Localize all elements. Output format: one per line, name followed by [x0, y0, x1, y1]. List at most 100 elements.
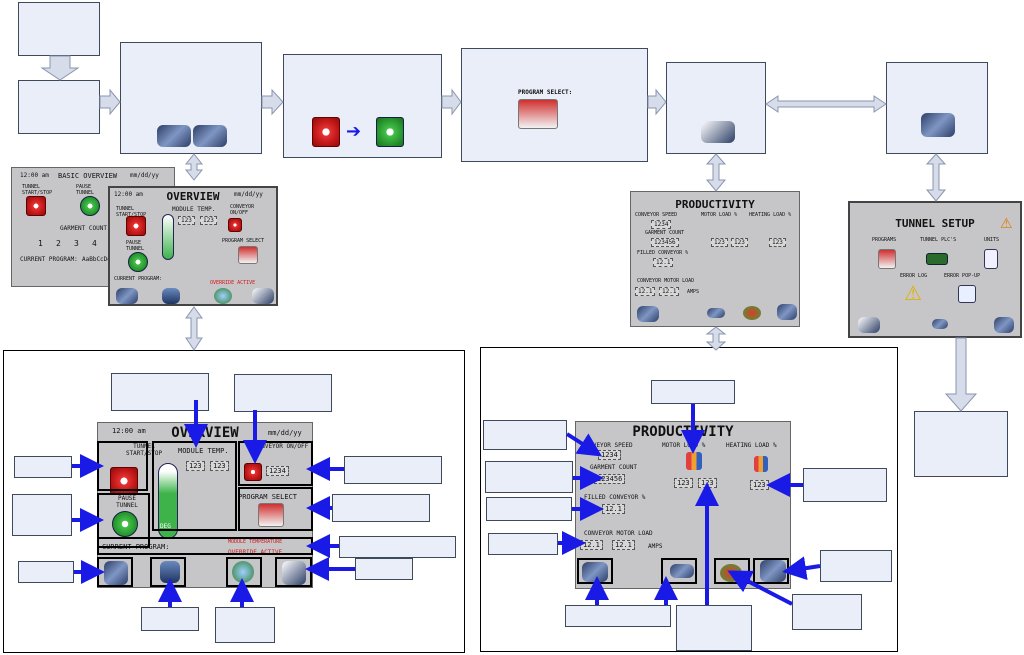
amps-value-2: 12.1	[612, 540, 635, 550]
flow-arrow-double-v1	[184, 153, 204, 181]
motor-load-1: 123	[674, 478, 693, 488]
plc-icon[interactable]	[926, 253, 948, 265]
gear-icon[interactable]	[637, 306, 659, 322]
flow-arrow-double-v2	[185, 306, 203, 351]
pause-label: PAUSE TUNNEL	[116, 495, 138, 509]
callout-filled-conveyor	[486, 497, 572, 521]
callout-start-stop	[14, 456, 72, 478]
setup-icon	[921, 113, 955, 137]
gear-icon[interactable]	[104, 561, 128, 585]
garment-count-label: GARMENT COUNT	[590, 464, 637, 471]
setup-child-node	[914, 411, 1008, 477]
callout-search	[141, 607, 199, 631]
overview-screen-large: 12:00 am OVERVIEW mm/dd/yy TUNNEL START/…	[97, 422, 313, 588]
tunnel-start-label: TUNNEL START/STOP	[125, 443, 163, 457]
plcs-label: TUNNEL PLC'S	[920, 237, 957, 243]
alarm-text: OVERRIDE ACTIVE	[210, 280, 256, 286]
pause-button[interactable]	[112, 511, 138, 537]
programs-icon[interactable]	[878, 249, 896, 269]
setup-gear-icon[interactable]	[707, 308, 725, 318]
warning-icon: ⚠	[1000, 216, 1013, 232]
tunnel-setup-screen: TUNNEL SETUP ⚠ PROGRAMS TUNNEL PLC'S UNI…	[848, 201, 1022, 338]
gear-icon	[157, 125, 191, 147]
right-arrow-icon: ➔	[346, 121, 362, 142]
callout-conveyor	[234, 374, 332, 412]
filled-conveyor-label: FILLED CONVEYOR %	[584, 494, 646, 501]
programs-label: PROGRAMS	[872, 237, 897, 243]
conveyor-motor-label: CONVEYOR MOTOR LOAD	[637, 278, 695, 284]
error-popup-label: ERROR POP-UP	[944, 273, 981, 279]
pause-label: PAUSE TUNNEL	[76, 184, 95, 196]
flow-arrow-right-4	[647, 88, 667, 116]
motor-bar-icon	[686, 452, 702, 470]
return-icon[interactable]	[858, 317, 880, 333]
heating-load-label: HEATING LOAD %	[726, 442, 777, 449]
callout-amps	[488, 533, 558, 555]
flow-arrow-double-h	[765, 95, 887, 113]
current-program-value: AaBbCcDdE	[82, 256, 115, 263]
filled-conveyor-value: 12.1	[602, 504, 625, 514]
globe-icon[interactable]	[232, 561, 254, 583]
conveyor-button[interactable]	[228, 218, 242, 232]
filled-conveyor-label: FILLED CONVEYOR %	[637, 250, 689, 256]
error-popup-icon[interactable]	[958, 285, 976, 303]
stop-button[interactable]	[26, 196, 46, 216]
callout-heating-load	[803, 468, 887, 502]
thermometer-label: DEG	[160, 523, 171, 530]
time-readout: 12:00 am	[114, 191, 143, 198]
return-icon[interactable]	[777, 304, 797, 320]
setup-gear-icon[interactable]	[994, 317, 1014, 333]
search-icon[interactable]	[162, 288, 180, 304]
count-2: 2	[56, 239, 61, 248]
node-overview-nav	[120, 42, 262, 154]
module-temp-label: MODULE TEMP.	[178, 447, 229, 455]
conveyor-speed-label: CONVEYOR SPEED	[582, 442, 633, 449]
garment-count-value: 123456	[594, 474, 626, 484]
program-disk-icon[interactable]	[238, 246, 258, 264]
gear-icon[interactable]	[116, 288, 138, 304]
return-icon[interactable]	[282, 561, 306, 585]
count-1: 1	[38, 239, 43, 248]
callout-current-program	[339, 536, 456, 558]
time-readout: 12:00 am	[20, 172, 49, 179]
globe-icon[interactable]	[214, 288, 232, 304]
error-log-icon[interactable]: ⚠	[904, 281, 922, 305]
count-3: 3	[74, 239, 79, 248]
conveyor-speed-value: 1234	[598, 450, 621, 460]
search-icon[interactable]	[160, 561, 180, 583]
highlight-return-p	[753, 558, 789, 584]
flow-arrow-double-v5	[925, 153, 947, 202]
error-log-label: ERROR LOG	[900, 273, 928, 279]
leaf-icon[interactable]	[743, 306, 761, 320]
flow-arrow-double-v3	[705, 153, 727, 192]
highlight-module-temp	[152, 441, 237, 531]
setup-gear-icon[interactable]	[670, 564, 694, 578]
callout-setup-gear	[820, 550, 892, 582]
garment-count-value: 123456	[651, 238, 679, 247]
pause-button[interactable]	[80, 196, 100, 216]
count-4: 4	[92, 239, 97, 248]
program-select-label: PROGRAM SELECT	[222, 238, 265, 244]
top-node-b	[18, 80, 100, 134]
screen-title: BASIC OVERVIEW	[58, 172, 118, 180]
program-select-label: PROGRAM SELECT:	[518, 89, 573, 96]
gear-icon[interactable]	[932, 319, 948, 329]
callout-module-temp	[111, 373, 209, 411]
return-icon	[701, 121, 735, 143]
program-disk-icon[interactable]	[258, 503, 284, 527]
stop-button[interactable]	[126, 216, 146, 236]
return-icon[interactable]	[252, 288, 274, 304]
callout-return	[355, 558, 413, 580]
pause-button[interactable]	[128, 252, 148, 272]
units-icon[interactable]	[984, 249, 998, 269]
conveyor-motor-label: CONVEYOR MOTOR LOAD	[584, 530, 653, 537]
setup-gear-icon	[193, 125, 227, 147]
flow-arrow-down-1	[40, 55, 80, 81]
tunnel-start-label: TUNNEL START/STOP	[116, 206, 147, 218]
conveyor-speed-label: CONVEYOR SPEED	[635, 212, 678, 218]
conveyor-label: CONVEYOR ON/OFF	[254, 443, 309, 450]
motor-load-label: MOTOR LOAD %	[662, 442, 706, 449]
highlight-current-program	[97, 537, 313, 555]
current-program-label: CURRENT PROGRAM:	[114, 276, 163, 282]
motor-load-1: 123	[711, 238, 728, 247]
